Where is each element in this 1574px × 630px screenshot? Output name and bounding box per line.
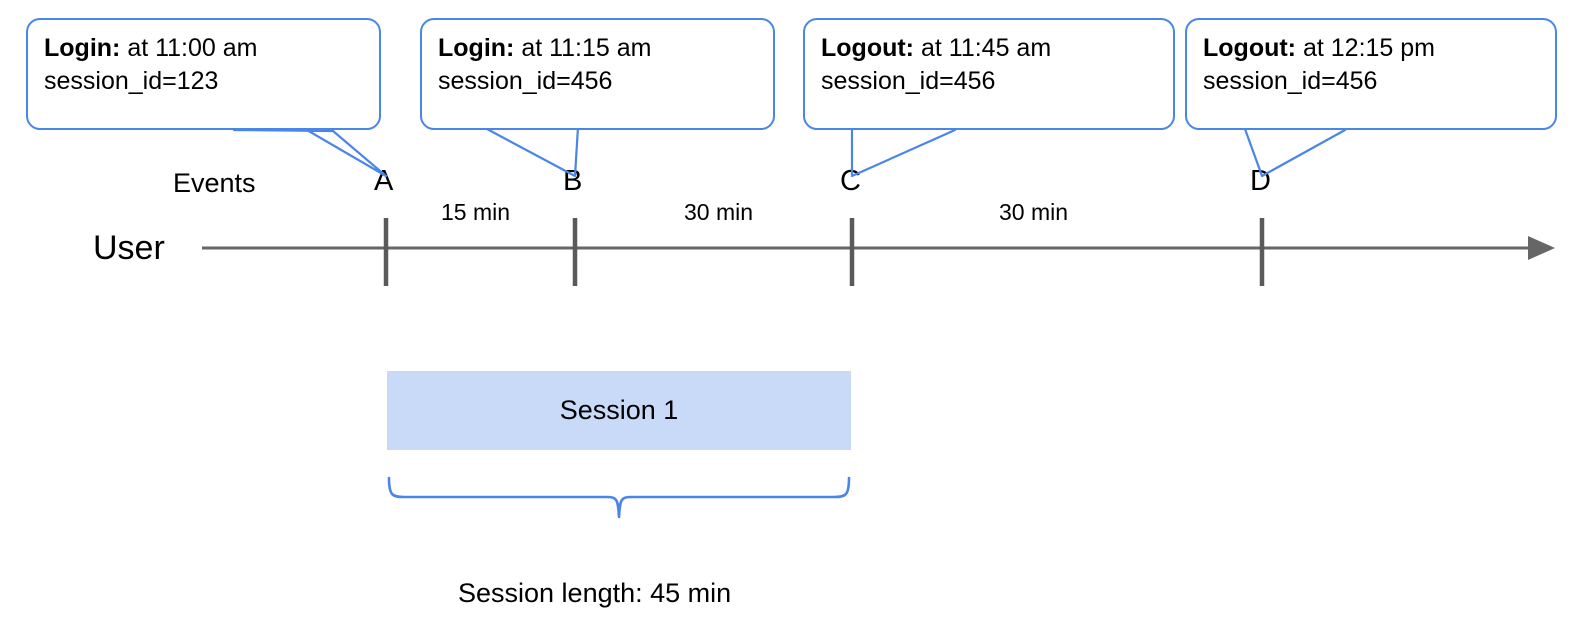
callout-a-tail — [232, 124, 388, 178]
callout-c-tail — [850, 126, 957, 178]
callout-b-tail — [485, 125, 580, 178]
callout-b-session-id: session_id=456 — [438, 67, 613, 95]
callout-a[interactable]: Login: at 11:00 am session_id=123 — [26, 18, 381, 130]
session-length-caption: Session length: 45 min — [458, 578, 732, 608]
interval-label-ab: 15 min — [441, 199, 511, 225]
callout-a-event-label: Login: — [44, 34, 121, 62]
callout-c-event-label: Logout: — [821, 34, 915, 62]
callout-c-time: at 11:45 am — [920, 34, 1052, 62]
callout-b[interactable]: Login: at 11:15 am session_id=456 — [420, 18, 775, 130]
callout-d-session-id: session_id=456 — [1203, 67, 1378, 95]
interval-label-cd: 30 min — [999, 199, 1069, 225]
callout-d-time: at 12:15 pm — [1302, 34, 1435, 62]
interval-label-bc: 30 min — [684, 199, 754, 225]
callout-d-event-label: Logout: — [1203, 34, 1297, 62]
callout-c-session-id: session_id=456 — [821, 67, 996, 95]
session-bar[interactable]: Session 1 — [387, 371, 851, 450]
callout-b-event-label: Login: — [438, 34, 515, 62]
row-label-events: Events — [173, 168, 256, 198]
callout-d-tail — [1243, 127, 1347, 178]
row-label-user: User — [93, 229, 165, 267]
session-bar-label: Session 1 — [559, 395, 679, 425]
callout-c-line1: Logout: at 11:45 am — [821, 32, 1157, 65]
callout-d[interactable]: Logout: at 12:15 pm session_id=456 — [1185, 18, 1557, 130]
callout-c[interactable]: Logout: at 11:45 am session_id=456 — [803, 18, 1175, 130]
callout-d-line1: Logout: at 12:15 pm — [1203, 32, 1539, 65]
callout-a-time: at 11:00 am — [127, 34, 258, 62]
callout-a-session-id: session_id=123 — [44, 67, 219, 95]
event-label-c: C — [840, 165, 861, 197]
callout-b-line1: Login: at 11:15 am — [438, 32, 757, 65]
session-brace — [387, 476, 851, 519]
callout-b-time: at 11:15 am — [521, 34, 652, 62]
callout-a-line1: Login: at 11:00 am — [44, 32, 363, 65]
